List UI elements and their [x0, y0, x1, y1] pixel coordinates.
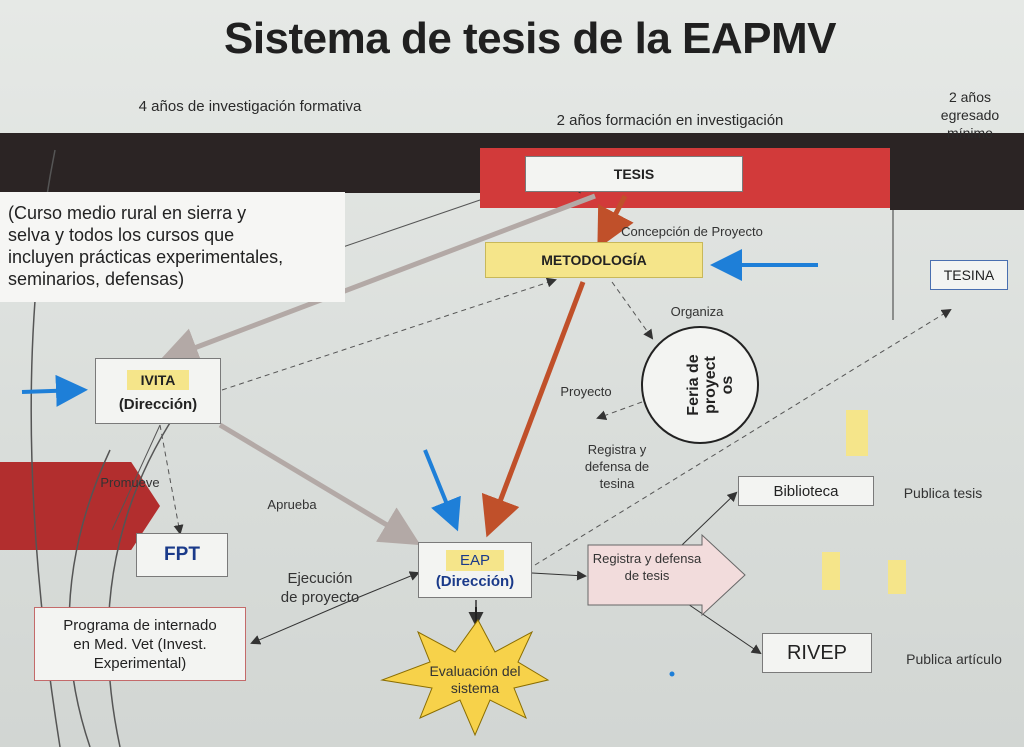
node-eap-sub: (Dirección) — [435, 573, 515, 590]
label-registra-tesina-3: tesina — [599, 476, 635, 491]
label-proyecto: Proyecto — [560, 384, 612, 399]
header-left: 4 años de investigación formativa — [138, 98, 362, 115]
header-right-line-3: mínimo — [947, 125, 993, 141]
arrow-registra-biblioteca — [681, 491, 738, 546]
label-registra-tesina-2: defensa de — [584, 459, 650, 474]
node-programa-line-2: en Med. Vet (Invest. — [73, 635, 207, 653]
label-ejecucion-2: de proyecto — [280, 589, 360, 606]
node-evaluacion: Evaluación del sistema — [410, 663, 540, 697]
label-publica-tesis: Publica tesis — [903, 485, 983, 501]
decor-line-1 — [339, 199, 481, 249]
feria-circle — [641, 326, 759, 444]
note-line-2: selva y todos los cursos que — [8, 225, 235, 245]
arrow-tesis-ivita — [158, 193, 596, 367]
arrow-ivita-eap — [218, 422, 421, 546]
dash-eap-tesina — [534, 308, 952, 566]
node-registra-line-1: Registra y defensa — [592, 551, 702, 566]
label-concepcion: Concepción de Proyecto — [621, 224, 763, 239]
node-evaluacion-line-2: sistema — [450, 680, 500, 696]
label-publica-articulo: Publica artículo — [906, 651, 1002, 667]
line-promueve — [111, 424, 161, 531]
node-feria: Feria de proyect os — [685, 345, 736, 425]
arrow-eap-registra — [531, 570, 587, 581]
node-registra-defensa: Registra y defensa de tesis — [588, 550, 706, 584]
label-registra-tesina-1: Registra y — [587, 442, 647, 457]
yellow-marker-2 — [822, 552, 840, 590]
label-ejecucion: Ejecución de proyecto — [268, 569, 372, 607]
node-ivita: IVITA (Dirección) — [95, 358, 221, 424]
arrow-metodologia-eap — [481, 281, 586, 538]
dash-ivita-metodologia — [221, 277, 557, 391]
yellow-marker-3 — [888, 560, 906, 594]
blue-dot — [669, 671, 675, 677]
arrow-ejecucion-eap — [351, 571, 420, 601]
note-box: (Curso medio rural en sierra y selva y t… — [0, 192, 345, 302]
node-programa: Programa de internado en Med. Vet (Inves… — [34, 607, 246, 681]
node-biblioteca: Biblioteca — [738, 476, 874, 506]
note-line-1: (Curso medio rural en sierra y — [8, 203, 247, 223]
node-programa-line-3: Experimental) — [93, 654, 187, 672]
arrow-registra-rivep — [681, 599, 762, 655]
registra-arrow-shape — [587, 533, 746, 617]
yellow-marker-1 — [846, 410, 868, 456]
decor-curve-3 — [107, 414, 176, 747]
note-line-4: seminarios, defensas) — [8, 269, 185, 289]
blue-arrow-ivita — [21, 374, 88, 407]
decor-curve-2 — [68, 449, 111, 747]
node-evaluacion-line-1: Evaluación del — [429, 663, 521, 679]
node-metodologia: METODOLOGÍA — [485, 242, 703, 278]
page-title: Sistema de tesis de la EAPMV — [223, 14, 837, 63]
node-ivita-label: IVITA — [126, 369, 190, 390]
node-eap-label: EAP — [445, 550, 504, 571]
node-feria-line-2: proyect — [702, 356, 719, 414]
blue-arrow-eap — [423, 449, 461, 532]
node-rivep: RIVEP — [762, 633, 872, 673]
dash-ivita-fpt — [159, 424, 184, 535]
node-ivita-sub: (Dirección) — [118, 395, 198, 413]
header-right-line-1: 2 años — [948, 89, 992, 105]
node-tesina: TESINA — [930, 260, 1008, 290]
node-programa-line-1: Programa de internado — [63, 616, 217, 634]
node-fpt: FPT — [136, 533, 228, 577]
arrow-ejecucion-programa — [250, 599, 353, 645]
node-feria-line-1: Feria de — [685, 354, 702, 416]
note-line-3: incluyen prácticas experimentales, — [8, 247, 284, 267]
header-right: 2 años egresado mínimo — [920, 88, 1020, 142]
label-organiza: Organiza — [670, 304, 724, 319]
label-ejecucion-1: Ejecución — [287, 570, 353, 587]
dark-band-lower — [890, 160, 1024, 210]
label-registra-tesina: Registra y defensa de tesina — [572, 441, 662, 492]
label-promueve: Promueve — [100, 475, 160, 490]
dash-metodologia-feria — [611, 281, 654, 340]
node-tesis: TESIS — [525, 156, 743, 192]
header-middle: 2 años formación en investigación — [556, 112, 784, 129]
header-right-line-2: egresado — [940, 107, 1000, 123]
node-eap: EAP (Dirección) — [418, 542, 532, 598]
label-aprueba: Aprueba — [267, 497, 317, 512]
evaluacion-star — [380, 619, 550, 737]
arrow-tesis-metodologia — [597, 194, 634, 249]
node-registra-line-2: de tesis — [624, 568, 670, 583]
node-feria-line-3: os — [719, 375, 736, 395]
dash-feria-proyecto — [596, 401, 643, 420]
